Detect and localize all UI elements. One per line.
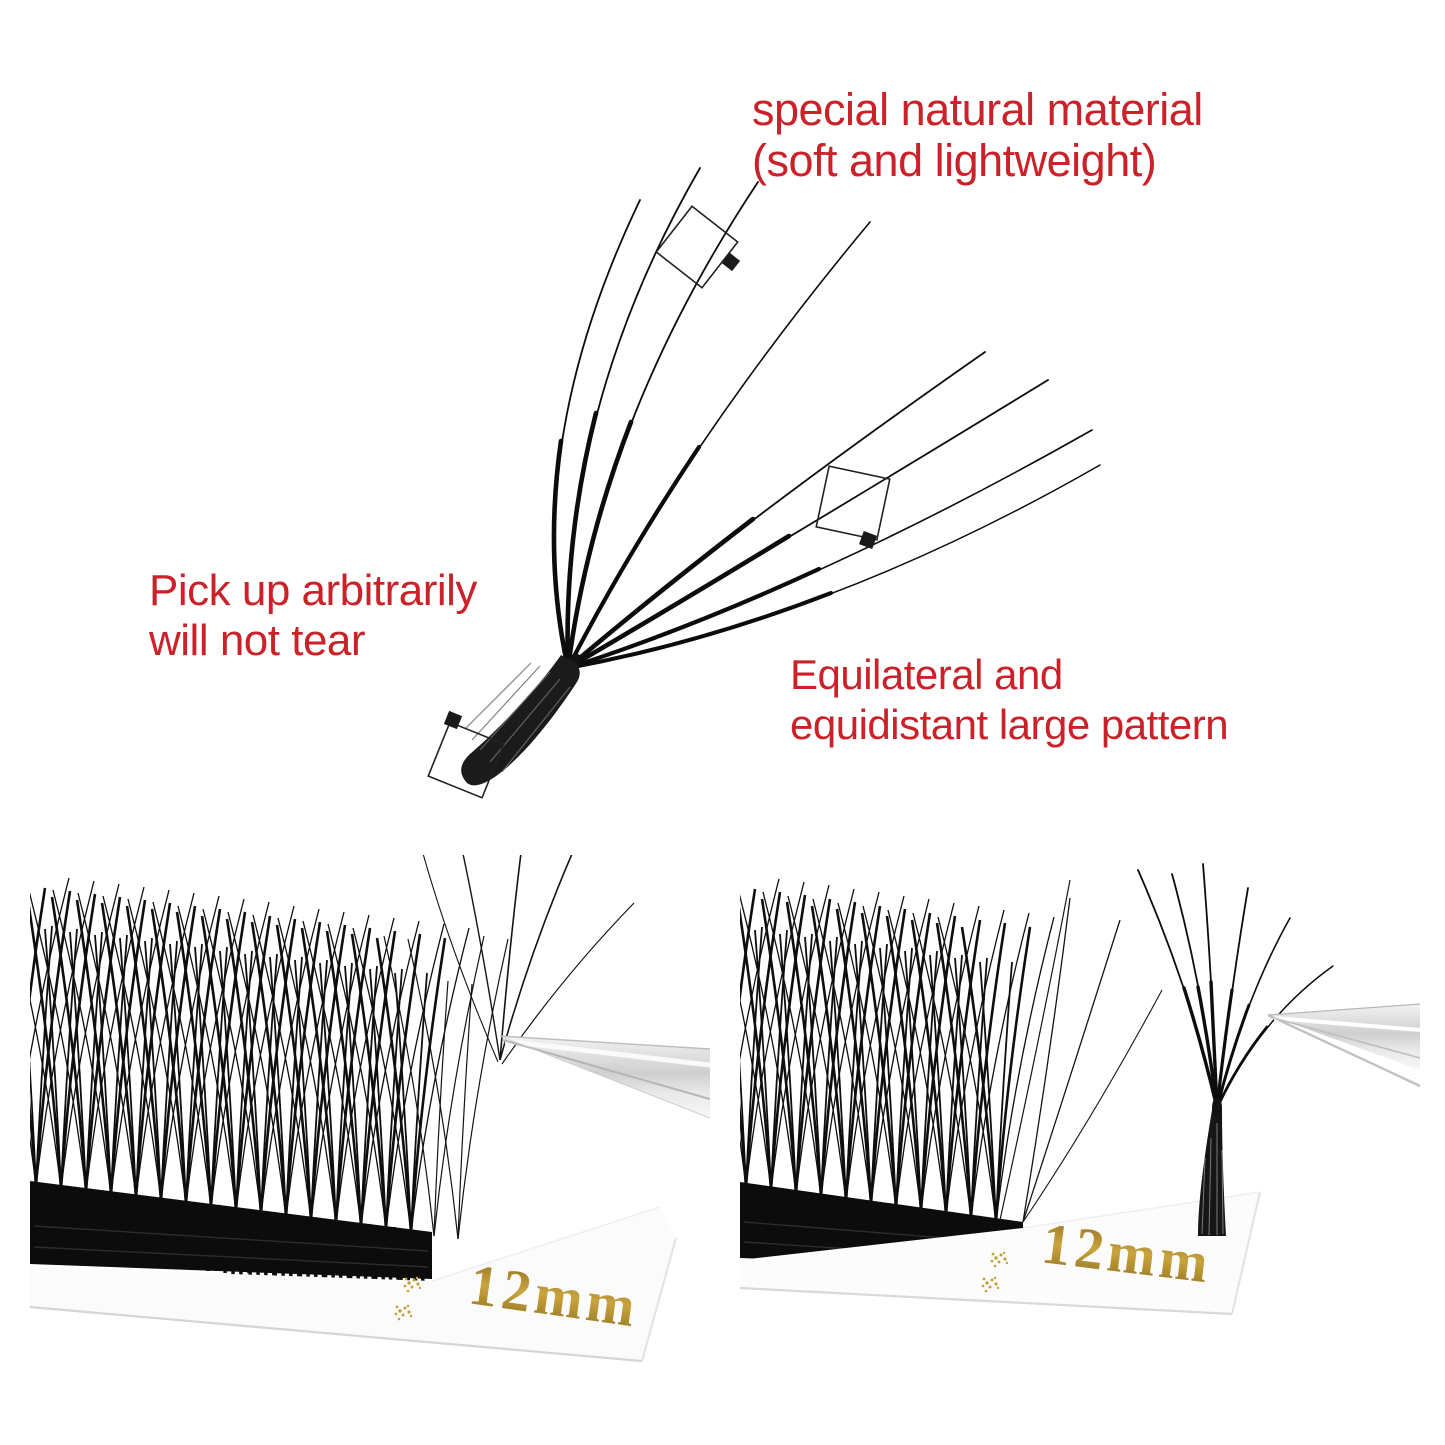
picked-fan-strands	[422, 855, 635, 1065]
tweezers	[499, 1035, 710, 1119]
strip-edge-strands	[999, 879, 1163, 1223]
fan-stem	[461, 655, 580, 786]
zoom-callout-handles	[443, 252, 877, 730]
annotation-pattern-line2: equidistant large pattern	[790, 701, 1229, 748]
plucked-fan	[1137, 863, 1334, 1236]
annotation-pickup-line2: will not tear	[149, 616, 366, 665]
zoom-square-base	[427, 721, 505, 799]
annotation-material-line1: special natural material	[752, 84, 1203, 135]
zoom-square-mid	[815, 465, 891, 541]
lash-fan-illustration	[427, 167, 1101, 799]
annotation-pickup: Pick up arbitrarily will not tear	[149, 566, 477, 666]
annotation-pattern-line1: Equilateral and	[790, 651, 1063, 698]
photo-lash-tray-right: 12mm	[740, 863, 1420, 1316]
zoom-callout-squares	[427, 205, 891, 799]
band-streaks	[33, 1225, 429, 1268]
lash-strands	[551, 167, 1101, 671]
annotation-material-line2: (soft and lightweight)	[752, 135, 1157, 186]
paper-tape	[30, 1206, 677, 1363]
annotation-pickup-line1: Pick up arbitrarily	[149, 566, 477, 615]
zoom-square-tip	[655, 205, 739, 289]
tweezers	[1267, 1003, 1420, 1088]
paper-tape	[740, 1191, 1261, 1316]
photo-lash-tray-left: 12mm	[30, 855, 710, 1363]
annotation-pattern: Equilateral and equidistant large patter…	[790, 650, 1229, 750]
lash-strip-base-band	[30, 1181, 432, 1279]
annotation-material: special natural material (soft and light…	[752, 84, 1203, 186]
